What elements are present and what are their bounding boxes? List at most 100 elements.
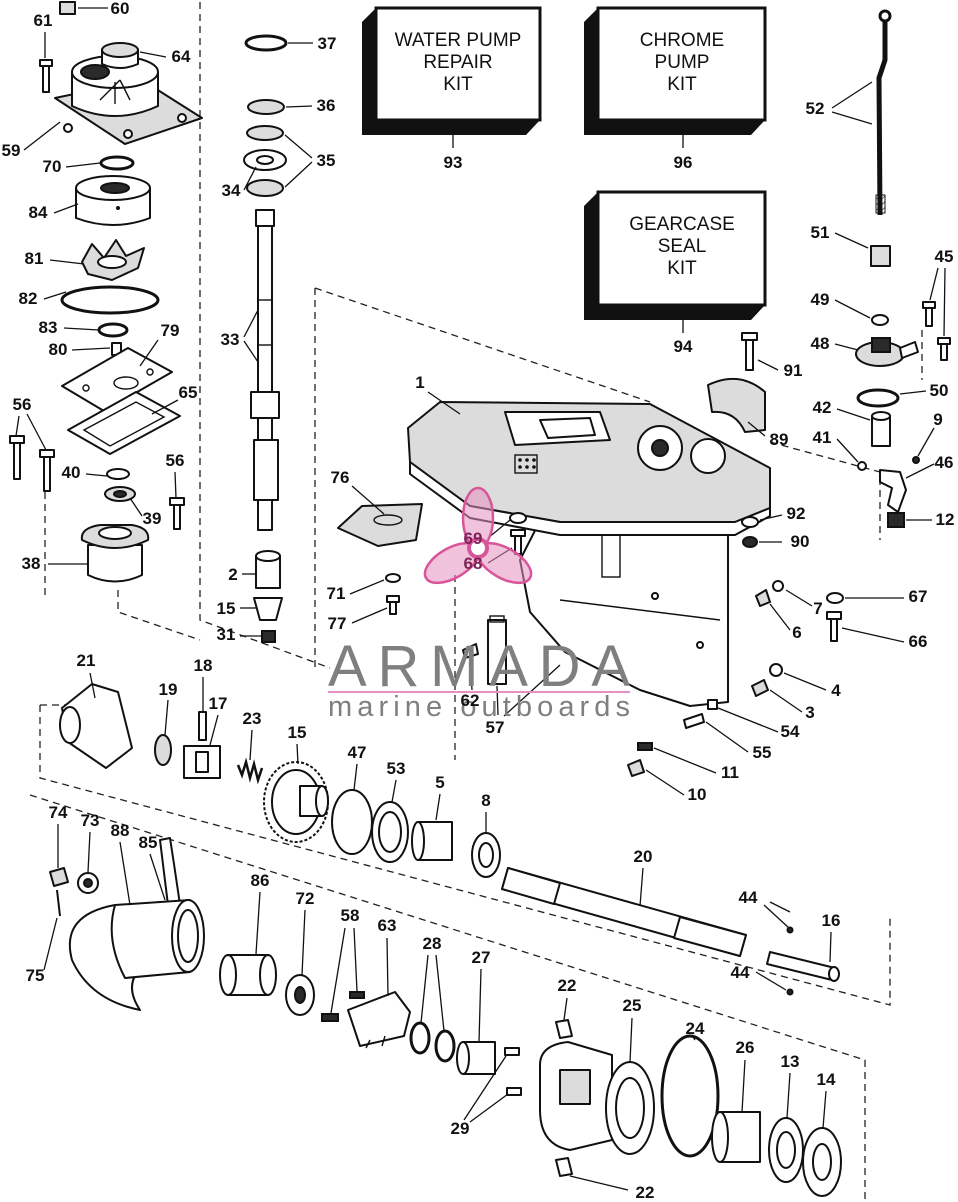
part-number-label: 74: [49, 803, 68, 822]
seal-39: [104, 486, 136, 502]
part-number-label: 7: [813, 599, 822, 618]
nut-74: [49, 867, 69, 887]
part-number-label: 26: [736, 1038, 755, 1057]
bearing-8: [471, 832, 501, 878]
kit-title-line: KIT: [667, 258, 697, 279]
part-number-label: 15: [288, 723, 307, 742]
gasket-82: [60, 285, 160, 315]
washer-92: [741, 516, 759, 528]
kit-title-line: WATER PUMP: [395, 30, 522, 51]
part-number-label: 35: [317, 151, 336, 170]
water-pump-group: [9, 1, 203, 583]
kit-title-line: PUMP: [655, 52, 710, 73]
part-number-label: 6: [792, 623, 801, 642]
part-number-label: 23: [243, 709, 262, 728]
part-number-label: 8: [481, 791, 490, 810]
cotter-pin-75: [56, 889, 61, 917]
part-number-label: 20: [634, 847, 653, 866]
shift-lever-46: [879, 469, 907, 513]
washer-36: [247, 99, 285, 115]
part-number-label: 75: [26, 966, 45, 985]
part-number-label: 54: [781, 722, 800, 741]
screw-56-middle: [39, 449, 55, 492]
part-number-label: 85: [139, 833, 158, 852]
screw-77: [386, 595, 400, 615]
seal-40: [106, 468, 130, 480]
driveshaft-group: [243, 34, 288, 643]
pump-base-38: [80, 524, 150, 583]
forward-gear-21: [59, 683, 133, 769]
driveshaft-33: [250, 209, 280, 531]
pin-16: [766, 951, 840, 982]
part-number-label: 52: [806, 99, 825, 118]
grommet-64: [101, 42, 139, 69]
part-number-label: 68: [464, 554, 483, 573]
pinion-15: [253, 597, 283, 621]
screw-22-lower: [555, 1157, 573, 1177]
kit-title-line: SEAL: [658, 236, 707, 257]
o-ring-70: [99, 155, 135, 171]
part-number-label: 60: [111, 0, 130, 18]
part-number-label: 45: [935, 247, 954, 266]
part-number-label: 79: [161, 321, 180, 340]
impeller-housing-84: [75, 175, 151, 226]
part-number-label: 22: [636, 1183, 655, 1202]
kit-box-gearcase-seal: GEARCASE SEAL KIT 94: [584, 190, 767, 356]
screw-29-upper: [504, 1047, 520, 1056]
kit-number: 96: [674, 153, 693, 172]
o-ring-28-b: [434, 1029, 456, 1063]
bolt-91: [741, 332, 758, 371]
screw-6: [755, 589, 771, 607]
o-ring-4: [769, 663, 783, 677]
screw-58-lower: [321, 1013, 339, 1022]
part-number-label: 15: [217, 599, 236, 618]
cap-60: [59, 1, 76, 15]
part-number-label: 56: [13, 395, 32, 414]
part-number-label: 42: [813, 398, 832, 417]
part-number-label: 1: [415, 373, 424, 392]
bearing-2: [255, 550, 281, 589]
part-number-label: 21: [77, 651, 96, 670]
screw-61: [39, 59, 53, 93]
gasket-65: [67, 391, 181, 455]
propeller-logo-icon: [423, 486, 533, 585]
part-number-label: 61: [34, 11, 53, 30]
part-number-label: 31: [217, 625, 236, 644]
pin-18: [198, 711, 207, 741]
washer-69: [509, 512, 527, 524]
o-ring-7: [772, 580, 784, 592]
part-number-label: 86: [251, 871, 270, 890]
clutch-17: [183, 745, 221, 779]
part-number-label: 83: [39, 318, 58, 337]
part-number-label: 51: [811, 223, 830, 242]
washer-53: [371, 801, 409, 863]
propeller-88: [68, 837, 205, 1011]
o-ring-28-a: [409, 1021, 431, 1055]
part-number-label: 3: [805, 703, 814, 722]
part-number-label: 48: [811, 334, 830, 353]
cover-48: [855, 337, 919, 367]
part-number-label: 14: [817, 1070, 836, 1089]
bushing-51: [870, 245, 891, 267]
part-number-label: 9: [933, 410, 942, 429]
part-number-label: 39: [143, 509, 162, 528]
gearcase-housing-1: [407, 401, 771, 707]
screen-57: [487, 615, 507, 685]
part-number-label: 89: [770, 430, 789, 449]
plug-90: [742, 536, 758, 548]
part-number-label: 55: [753, 743, 772, 762]
part-number-label: 49: [811, 290, 830, 309]
part-number-label: 18: [194, 656, 213, 675]
part-number-label: 24: [686, 1019, 705, 1038]
kit-number: 93: [444, 153, 463, 172]
part-number-label: 25: [623, 996, 642, 1015]
part-number-label: 47: [348, 743, 367, 762]
screw-58-upper: [349, 991, 365, 999]
pin-44-upper: [786, 926, 794, 934]
thrust-bearing-47: [331, 789, 373, 855]
part-number-label: 70: [43, 157, 62, 176]
exhaust-plate-76: [337, 503, 423, 547]
part-number-label: 41: [813, 428, 832, 447]
washer-73: [77, 872, 99, 894]
